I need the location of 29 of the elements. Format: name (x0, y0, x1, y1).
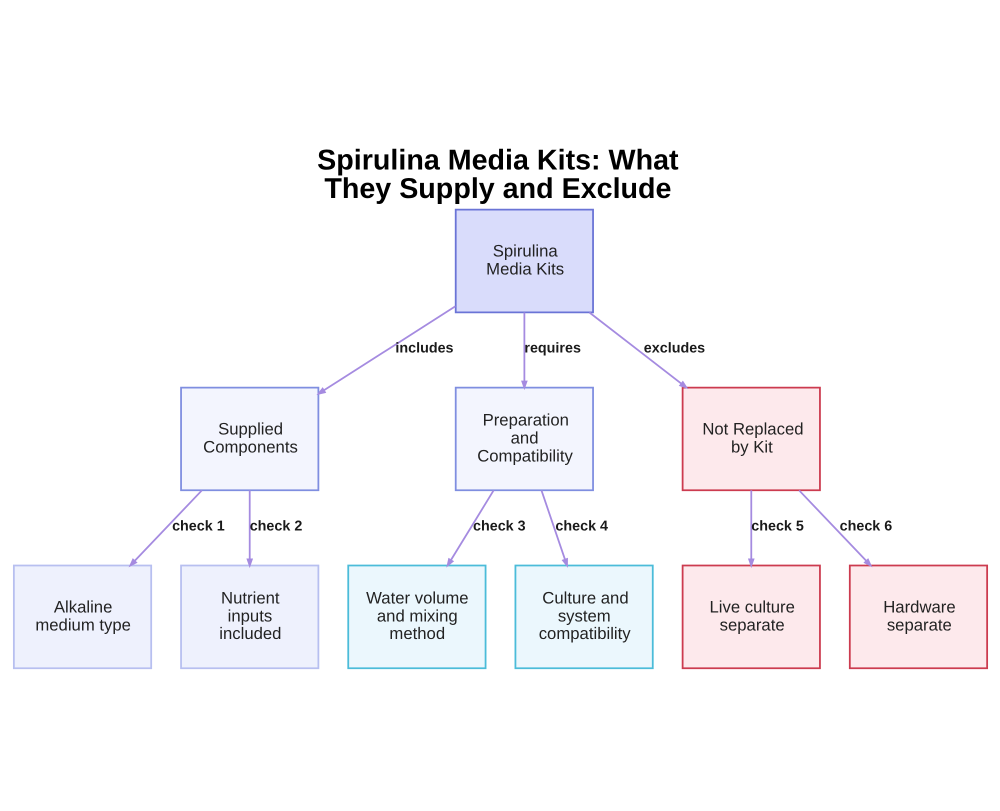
node-box: Spirulina Media Kits (454, 208, 594, 314)
edge-label: check 3 (472, 518, 526, 534)
node-box: Supplied Components (180, 386, 319, 492)
arrow (540, 490, 568, 568)
node-box: Water volume and mixing method (346, 564, 486, 670)
arrow (246, 490, 253, 568)
arrow (747, 490, 754, 568)
edge-label: check 6 (839, 518, 892, 534)
edge-label: requires (524, 340, 580, 356)
edge-label: check 5 (750, 518, 804, 534)
arrow (128, 490, 202, 568)
arrow (316, 306, 456, 396)
edge-label: check 4 (554, 518, 608, 534)
node-box: Hardware separate (848, 564, 988, 670)
arrow (446, 490, 494, 568)
node-box: Alkaline medium type (12, 564, 152, 670)
node-box: Culture and system compatibility (514, 564, 654, 670)
edge-label: excludes (643, 340, 705, 356)
node-box: Live culture separate (681, 564, 820, 670)
diagram-title: Spirulina Media Kits: What They Supply and Exclude (316, 144, 678, 205)
arrow (588, 312, 688, 390)
arrow (798, 490, 872, 568)
edge-label: check 2 (249, 518, 302, 534)
node-box: Preparation and Compatibility (454, 386, 594, 492)
node-box: Nutrient inputs included (180, 564, 319, 670)
node-box: Not Replaced by Kit (681, 386, 820, 492)
arrow (520, 312, 528, 390)
edge-label: check 1 (172, 518, 224, 534)
edge-label: includes (394, 340, 454, 356)
